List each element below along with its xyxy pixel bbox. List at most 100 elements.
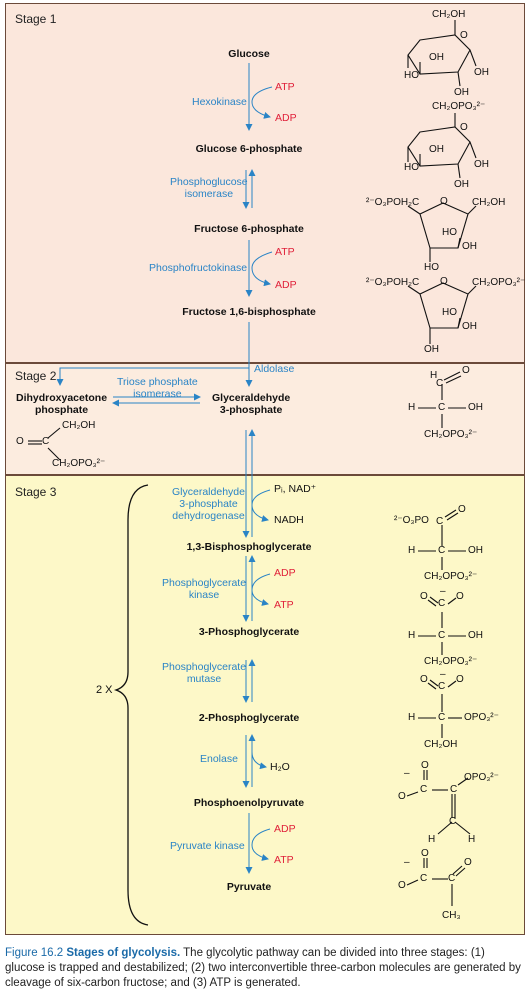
cofactor-nadh: NADH bbox=[274, 514, 304, 526]
enzyme-aldolase: Aldolase bbox=[254, 363, 295, 375]
pg3-c2: C bbox=[438, 630, 446, 641]
enzyme-hexokinase: Hexokinase bbox=[192, 96, 247, 108]
pyr-o-left: O bbox=[398, 880, 406, 891]
metabolite-pyruvate: Pyruvate bbox=[226, 881, 272, 893]
dhap-ch2opo3: CH₂OPO₃²⁻ bbox=[52, 458, 106, 469]
pyr-minus: – bbox=[404, 857, 410, 868]
bpg-ch2opo3: CH₂OPO₃²⁻ bbox=[424, 571, 478, 582]
metabolite-glucose-6-phosphate: Glucose 6-phosphate bbox=[195, 143, 303, 155]
cofactor-adp-4: ADP bbox=[274, 823, 296, 835]
g3p-o: O bbox=[462, 365, 470, 376]
arrow-atp-adp-1 bbox=[251, 86, 273, 119]
two-x-multiplier: 2 X bbox=[96, 684, 113, 696]
dhap-ch2oh: CH₂OH bbox=[62, 420, 96, 431]
metabolite-phosphoenolpyruvate: Phosphoenolpyruvate bbox=[193, 797, 305, 809]
f16bp-oh-b: OH bbox=[424, 344, 439, 355]
bpg-c2: C bbox=[438, 545, 446, 556]
cofactor-atp-3: ATP bbox=[274, 599, 294, 611]
pep-c2: C bbox=[450, 784, 458, 795]
stage-2-label: Stage 2 bbox=[15, 369, 57, 383]
f6p-ring-o: O bbox=[440, 196, 448, 207]
f6p-oh-b: HO bbox=[424, 262, 439, 273]
f6p-ho: HO bbox=[442, 227, 457, 238]
g6p-ch2opo3: CH₂OPO₃²⁻ bbox=[432, 101, 486, 112]
g3p-c1: C bbox=[436, 378, 444, 389]
g3p-h-top: H bbox=[430, 370, 438, 381]
dhap-oxygen: O bbox=[16, 436, 24, 447]
cofactor-adp-1: ADP bbox=[275, 112, 297, 124]
pep-opo3: OPO₃²⁻ bbox=[464, 772, 499, 783]
pyr-ch3: CH₃ bbox=[442, 910, 461, 921]
metabolite-glucose: Glucose bbox=[228, 48, 270, 60]
g3p-h: H bbox=[408, 402, 416, 413]
pg3-c1: C bbox=[438, 598, 446, 609]
pep-c3: C bbox=[449, 816, 457, 827]
cofactor-pi-nad: Pᵢ, NAD⁺ bbox=[274, 483, 317, 495]
pg2-c2: C bbox=[438, 712, 446, 723]
glucose-ch2oh: CH₂OH bbox=[432, 9, 466, 20]
stage-3-label: Stage 3 bbox=[15, 485, 57, 499]
f6p-ch2oh: CH₂OH bbox=[472, 197, 506, 208]
g6p-oh-c: OH bbox=[454, 179, 469, 190]
bpg-o: O bbox=[458, 504, 466, 515]
pyr-c1: C bbox=[420, 873, 428, 884]
enzyme-phosphoglycerate-kinase: Phosphoglycerate kinase bbox=[162, 577, 247, 601]
g3p-ch2opo3: CH₂OPO₃²⁻ bbox=[424, 429, 478, 440]
metabolite-2-phosphoglycerate: 2-Phosphoglycerate bbox=[198, 712, 300, 724]
f16bp-ch2opo3: CH₂OPO₃²⁻ bbox=[472, 277, 526, 288]
pep-o-left: O bbox=[398, 791, 406, 802]
g6p-oh-b: OH bbox=[474, 159, 489, 170]
stage-2-panel: Stage 2 bbox=[5, 363, 525, 475]
pep-minus: – bbox=[404, 768, 410, 779]
metabolite-1-3-bisphosphoglycerate: 1,3-Bisphosphoglycerate bbox=[186, 541, 312, 553]
pg2-minus: – bbox=[440, 669, 446, 680]
g6p-ho: HO bbox=[404, 162, 419, 173]
pep-c1: C bbox=[420, 784, 428, 795]
pg3-minus: – bbox=[440, 586, 446, 597]
pyr-o-top: O bbox=[421, 848, 429, 859]
caption-figure-number: Figure 16.2 bbox=[5, 947, 64, 959]
glucose-ring-o: O bbox=[460, 30, 468, 41]
bpg-o3po: ²⁻O₃PO bbox=[394, 515, 429, 526]
figure-caption: Figure 16.2 Stages of glycolysis. The gl… bbox=[5, 946, 527, 991]
f16bp-ring-o: O bbox=[440, 276, 448, 287]
pyr-c2: C bbox=[448, 873, 456, 884]
arrow-h2o bbox=[251, 751, 267, 770]
cofactor-atp-1: ATP bbox=[275, 81, 295, 93]
cofactor-atp-2: ATP bbox=[275, 246, 295, 258]
bpg-h: H bbox=[408, 545, 416, 556]
enzyme-phosphofructokinase: Phosphofructokinase bbox=[149, 262, 248, 274]
pep-h-a: H bbox=[428, 834, 436, 845]
pg2-o-a: O bbox=[420, 674, 428, 685]
stage-1-panel: Stage 1 bbox=[5, 3, 525, 363]
enzyme-gapdh: Glyceraldehyde 3-phosphate dehydrogenase bbox=[172, 486, 245, 522]
enzyme-enolase: Enolase bbox=[200, 753, 238, 765]
stage-1-label: Stage 1 bbox=[15, 12, 57, 26]
arrow-atp-adp-2 bbox=[251, 251, 273, 287]
pg3-oh: OH bbox=[468, 630, 483, 641]
metabolite-fructose-6-phosphate: Fructose 6-phosphate bbox=[194, 223, 304, 235]
caption-title: Stages of glycolysis. bbox=[66, 947, 181, 959]
pg2-ch2oh: CH₂OH bbox=[424, 739, 458, 750]
arrow-adp-atp-4 bbox=[251, 828, 271, 861]
g6p-oh-a: OH bbox=[429, 144, 444, 155]
g6p-ring-o: O bbox=[460, 122, 468, 133]
cofactor-atp-4: ATP bbox=[274, 854, 294, 866]
bpg-oh: OH bbox=[468, 545, 483, 556]
arrow-nad-nadh bbox=[251, 489, 271, 522]
f16bp-o3poh2c: ²⁻O₃POH₂C bbox=[366, 277, 420, 288]
g3p-c2: C bbox=[438, 402, 446, 413]
pg3-ch2opo3: CH₂OPO₃²⁻ bbox=[424, 656, 478, 667]
pep-o-top: O bbox=[421, 760, 429, 771]
f6p-o3poh2c: ²⁻O₃POH₂C bbox=[366, 197, 420, 208]
f6p-oh-a: OH bbox=[462, 241, 477, 252]
f6p-ring bbox=[419, 202, 469, 249]
glucose-oh-b: OH bbox=[474, 67, 489, 78]
pg2-c1: C bbox=[438, 681, 446, 692]
pg2-o-b: O bbox=[456, 674, 464, 685]
pep-h-b: H bbox=[468, 834, 476, 845]
pg3-o-a: O bbox=[420, 591, 428, 602]
enzyme-pyruvate-kinase: Pyruvate kinase bbox=[170, 840, 245, 852]
g3p-oh: OH bbox=[468, 402, 483, 413]
